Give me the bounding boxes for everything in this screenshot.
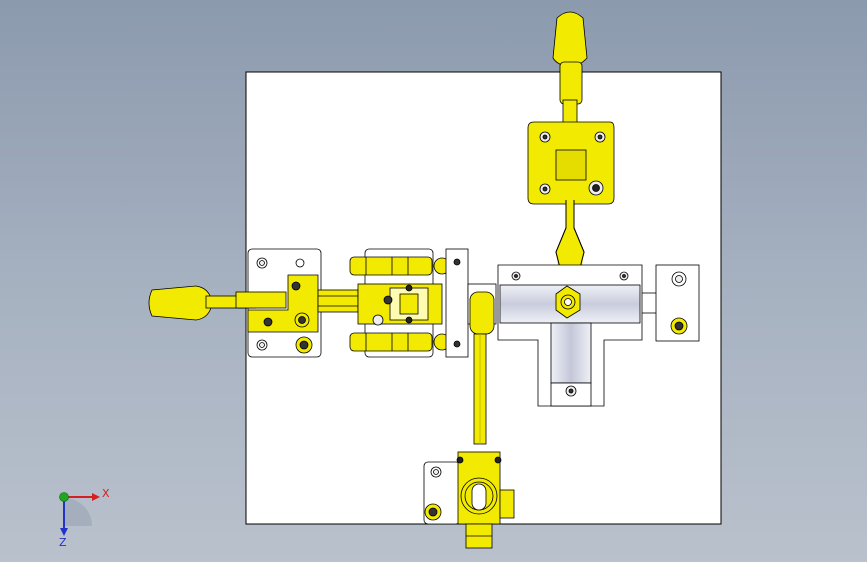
rod-connector[interactable]: [469, 291, 495, 335]
bolt-icon: [456, 456, 464, 464]
arrow-right-icon: [92, 493, 100, 501]
left-clamp-plunger[interactable]: [317, 289, 359, 313]
guide-pin-bottom[interactable]: [349, 332, 433, 352]
bolt-icon: [291, 281, 301, 291]
screw-icon: [568, 388, 574, 394]
hex-nut-hole: [564, 298, 572, 306]
screw-icon: [259, 342, 265, 348]
triad-shadow: [64, 498, 92, 526]
screw-icon: [383, 295, 393, 305]
top-clamp-handle[interactable]: [552, 11, 588, 67]
screw-icon: [295, 258, 305, 268]
nut-icon: [674, 321, 684, 331]
left-clamp-linkage: [235, 291, 287, 309]
nut-icon: [428, 507, 438, 517]
top-clamp-slot: [555, 149, 587, 181]
screw-icon: [433, 469, 439, 475]
center-hub-core: [399, 293, 419, 315]
screw-icon: [675, 275, 683, 283]
bolt-icon: [542, 134, 548, 140]
z-axis-label: Z: [59, 536, 67, 549]
bottom-clamp-assembly[interactable]: [423, 291, 515, 549]
nut-icon: [299, 340, 309, 350]
bolt-icon: [592, 184, 600, 192]
screw-icon: [372, 314, 384, 326]
screw-icon: [622, 274, 626, 278]
bolt-icon: [405, 316, 413, 324]
top-clamp-handle-neck: [559, 61, 583, 105]
guide-pin-top[interactable]: [349, 256, 433, 276]
sphere-icon: [59, 492, 69, 502]
bolt-icon: [298, 316, 306, 324]
screw-icon: [453, 340, 461, 348]
bolt-icon: [542, 186, 548, 192]
screw-icon: [453, 258, 461, 266]
x-axis-label: X: [102, 487, 110, 500]
t-block-vertical-bar: [550, 322, 592, 384]
screw-icon: [514, 274, 518, 278]
left-clamp-handle[interactable]: [148, 285, 213, 321]
bolt-icon: [263, 317, 273, 327]
bolt-icon: [494, 456, 502, 464]
arrow-down-icon: [60, 528, 68, 536]
bolt-icon: [597, 134, 603, 140]
top-clamp-spindle-nut[interactable]: [555, 285, 581, 319]
coordinate-triad: X Z: [59, 487, 110, 549]
bottom-clamp-side: [499, 489, 515, 519]
left-toggle-clamp[interactable]: [148, 248, 359, 358]
bolt-icon: [405, 284, 413, 292]
bottom-clamp-slot: [471, 483, 487, 511]
screw-icon: [259, 260, 265, 266]
